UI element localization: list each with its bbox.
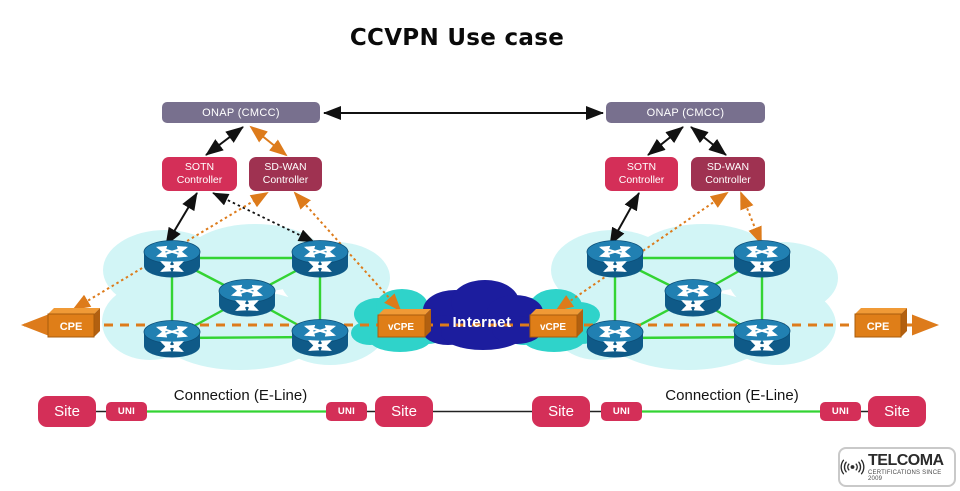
onap-box-right: ONAP (CMCC) xyxy=(606,102,765,123)
cpe-box-left: CPE xyxy=(47,308,100,338)
cpe-box-right: CPE xyxy=(854,308,907,338)
page-title: CCVPN Use case xyxy=(349,25,565,51)
sotn-controller-right: SOTN Controller xyxy=(605,157,678,191)
router-icon xyxy=(587,321,643,358)
control-arrow-orange xyxy=(249,125,288,157)
uni-box-4: UNI xyxy=(820,402,861,421)
site-box-2: Site xyxy=(375,396,433,427)
router-icon xyxy=(734,241,790,278)
signal-waves-icon xyxy=(840,459,865,475)
cpe-right-label: CPE xyxy=(867,321,890,333)
sdwan-controller-right: SD-WAN Controller xyxy=(691,157,765,191)
sdwan-controller-left: SD-WAN Controller xyxy=(249,157,322,191)
router-icon xyxy=(219,280,275,317)
router-icon xyxy=(587,241,643,278)
vcpe-left-label: vCPE xyxy=(388,322,414,333)
logo-tagline: CERTIFICATIONS SINCE 2009 xyxy=(868,469,942,482)
vcpe-right-label: vCPE xyxy=(540,322,566,333)
router-icon xyxy=(665,280,721,317)
logo-name: TELCOMA xyxy=(868,451,944,469)
onap-box-left: ONAP (CMCC) xyxy=(162,102,320,123)
router-icon xyxy=(292,320,348,357)
sotn-controller-left: SOTN Controller xyxy=(162,157,237,191)
router-icon xyxy=(734,320,790,357)
vcpe-box-left: vCPE xyxy=(377,309,431,338)
site-box-4: Site xyxy=(868,396,926,427)
vcpe-box-right: vCPE xyxy=(529,309,583,338)
uni-box-3: UNI xyxy=(601,402,642,421)
router-icon xyxy=(144,321,200,358)
connection-eline-label-left: Connection (E-Line) xyxy=(173,387,308,404)
telcoma-logo: TELCOMA CERTIFICATIONS SINCE 2009 xyxy=(838,447,956,487)
uni-box-1: UNI xyxy=(106,402,147,421)
router-icon xyxy=(144,241,200,278)
site-box-3: Site xyxy=(532,396,590,427)
uni-box-2: UNI xyxy=(326,402,367,421)
site-box-1: Site xyxy=(38,396,96,427)
internet-label: Internet xyxy=(452,314,511,331)
cpe-left-label: CPE xyxy=(60,321,83,333)
connection-eline-label-right: Connection (E-Line) xyxy=(665,387,799,404)
router-icon xyxy=(292,241,348,278)
